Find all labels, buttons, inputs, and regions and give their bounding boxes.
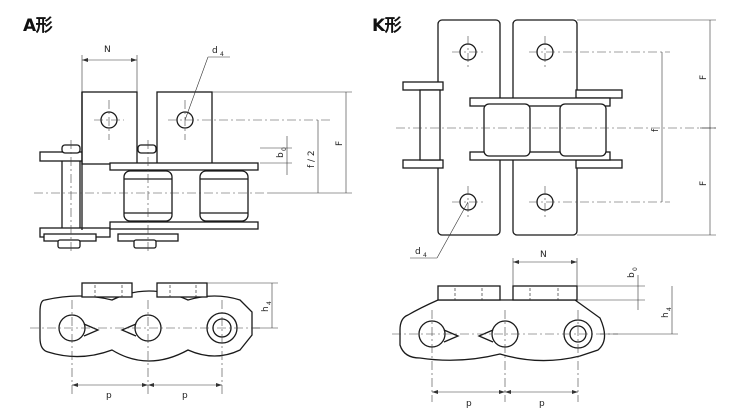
k-label-b0-sub: 0	[632, 267, 639, 271]
k-label-d4-sub: 4	[423, 252, 427, 259]
a-label-f-half: f / 2	[307, 150, 317, 168]
k-label-n: N	[540, 250, 547, 260]
k-label-f: f	[651, 128, 661, 132]
a-side-tab-1	[81, 282, 133, 298]
a-type-side-view	[30, 282, 278, 395]
k-roller-1	[483, 103, 531, 157]
a-label-p-1: p	[106, 391, 112, 401]
k-type-side-view	[392, 258, 678, 402]
k-label-d4: d	[415, 247, 421, 257]
k-label-b0: b	[627, 272, 637, 278]
a-label-h4-sub: 4	[266, 301, 273, 305]
a-label-b0: b	[276, 152, 286, 158]
k-label-F-bottom: F	[699, 181, 709, 186]
k-type-front-view	[396, 19, 718, 259]
a-side-tab-2	[156, 282, 208, 298]
a-roller-2	[199, 170, 249, 222]
a-label-d4: d	[212, 46, 218, 56]
a-label-h4: h	[261, 306, 271, 312]
a-inner-plate-bottom	[109, 221, 259, 230]
k-label-p-2: p	[539, 399, 545, 409]
type-a-heading: A形	[23, 16, 53, 36]
k-label-h4: h	[661, 312, 671, 318]
a-label-n: N	[104, 45, 111, 55]
a-label-F: F	[335, 141, 345, 146]
k-side-tab-2	[512, 285, 578, 301]
k-side-tab-1	[437, 285, 501, 301]
a-inner-plate-top	[109, 162, 259, 171]
k-label-h4-sub: 4	[666, 307, 673, 311]
k-label-p-1: p	[466, 399, 472, 409]
k-roller-2	[559, 103, 607, 157]
k-label-F-top: F	[699, 75, 709, 80]
a-label-d4-sub: 4	[220, 51, 224, 58]
a-label-p-2: p	[182, 391, 188, 401]
a-label-b0-sub: 0	[281, 147, 288, 151]
type-k-heading: K形	[372, 16, 402, 36]
a-type-front-view	[34, 55, 352, 252]
